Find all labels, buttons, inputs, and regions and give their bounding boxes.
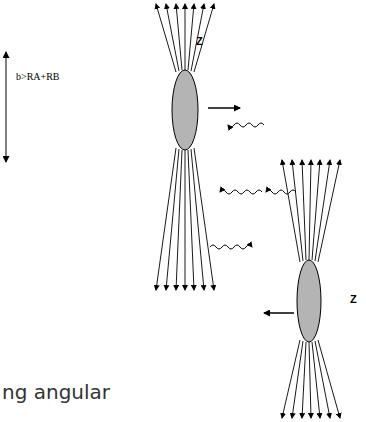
impact-parameter-label: b>RA+RB xyxy=(16,72,60,82)
charge-label: Z xyxy=(350,294,357,305)
impact-parameter-arrow xyxy=(6,52,7,162)
motion-arrow xyxy=(208,107,240,109)
field-lines-bottom xyxy=(282,160,340,418)
field-lines-top xyxy=(156,4,214,290)
photon-lines xyxy=(210,123,296,249)
motion-arrow xyxy=(264,312,294,314)
slide-text: ng angular xyxy=(2,382,110,402)
charge-label: Z xyxy=(196,36,203,47)
nucleus-top xyxy=(172,70,198,150)
nucleus-bottom xyxy=(297,260,321,342)
